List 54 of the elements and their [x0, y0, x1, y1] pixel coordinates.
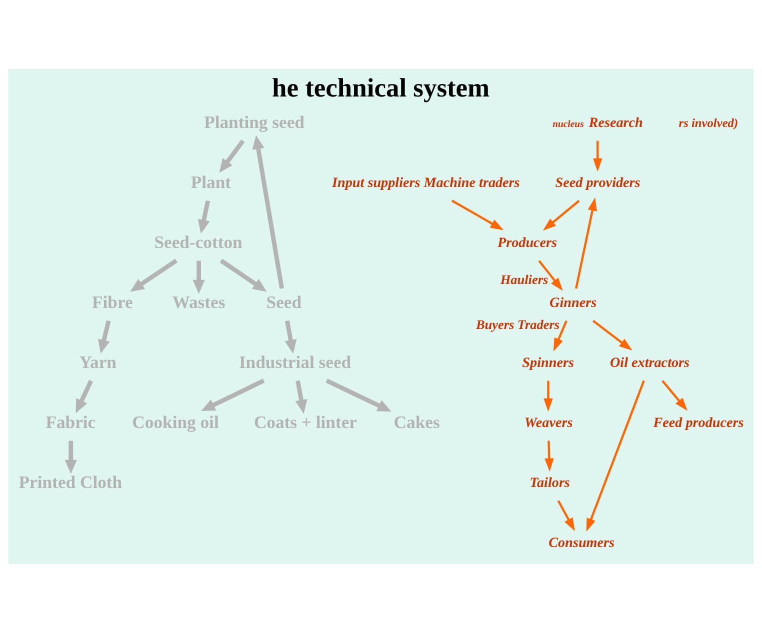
arrow — [326, 378, 392, 412]
arrow — [544, 440, 554, 472]
node-text: Cooking oil — [132, 412, 219, 432]
edge-label: Hauliers — [500, 272, 548, 288]
arrow — [592, 140, 602, 172]
arrow — [295, 380, 308, 414]
edge-label: Buyers Traders — [476, 317, 560, 332]
arrow — [201, 378, 265, 412]
arrow — [198, 200, 210, 234]
arrow — [544, 380, 553, 412]
arrow — [76, 380, 94, 414]
arrow — [130, 258, 178, 292]
node-text: Seed-cotton — [154, 232, 242, 252]
node-text: Printed Cloth — [18, 472, 122, 492]
arrow — [553, 320, 568, 352]
node-text: Planting seed — [204, 112, 304, 132]
node-text: Fabric — [46, 412, 96, 432]
arrow — [575, 197, 597, 289]
node-text: Cakes — [394, 412, 440, 432]
node-text: Seed providers — [555, 175, 640, 192]
node-text: Research — [588, 115, 643, 132]
arrow — [662, 380, 688, 411]
node-label: nucleus — [552, 119, 584, 130]
node-text: Weavers — [524, 415, 573, 432]
arrow — [192, 260, 205, 294]
arrow — [219, 139, 245, 173]
node-text: Oil extractors — [610, 355, 690, 372]
node-text: Yarn — [79, 352, 116, 372]
arrow — [284, 320, 297, 354]
node-text: Plant — [190, 172, 232, 192]
arrow — [252, 135, 284, 289]
arrow — [592, 320, 632, 351]
arrow — [451, 200, 504, 230]
node-text: Feed producers — [653, 415, 744, 432]
node-text: Producers — [497, 235, 558, 252]
node-text: Spinners — [522, 355, 574, 372]
node-text: Ginners — [550, 295, 597, 312]
arrow — [538, 260, 563, 291]
arrow — [586, 380, 645, 532]
arrow — [98, 320, 111, 354]
arrow — [64, 440, 77, 474]
node-text: Input suppliers Machine traders — [332, 175, 520, 192]
label: rs involved) — [678, 116, 738, 130]
node-text: Consumers — [548, 535, 615, 552]
node-text: Tailors — [530, 475, 570, 492]
arrow — [557, 500, 575, 532]
arrow — [220, 258, 267, 292]
diagram-title: he technical system — [272, 72, 490, 102]
arrow — [542, 200, 580, 231]
node-text: Wastes — [172, 292, 226, 312]
node-text: Fibre — [92, 292, 133, 312]
node-text: Industrial seed — [238, 352, 352, 372]
node-text: Coats + linter — [254, 412, 358, 432]
node-text: Seed — [266, 292, 302, 312]
